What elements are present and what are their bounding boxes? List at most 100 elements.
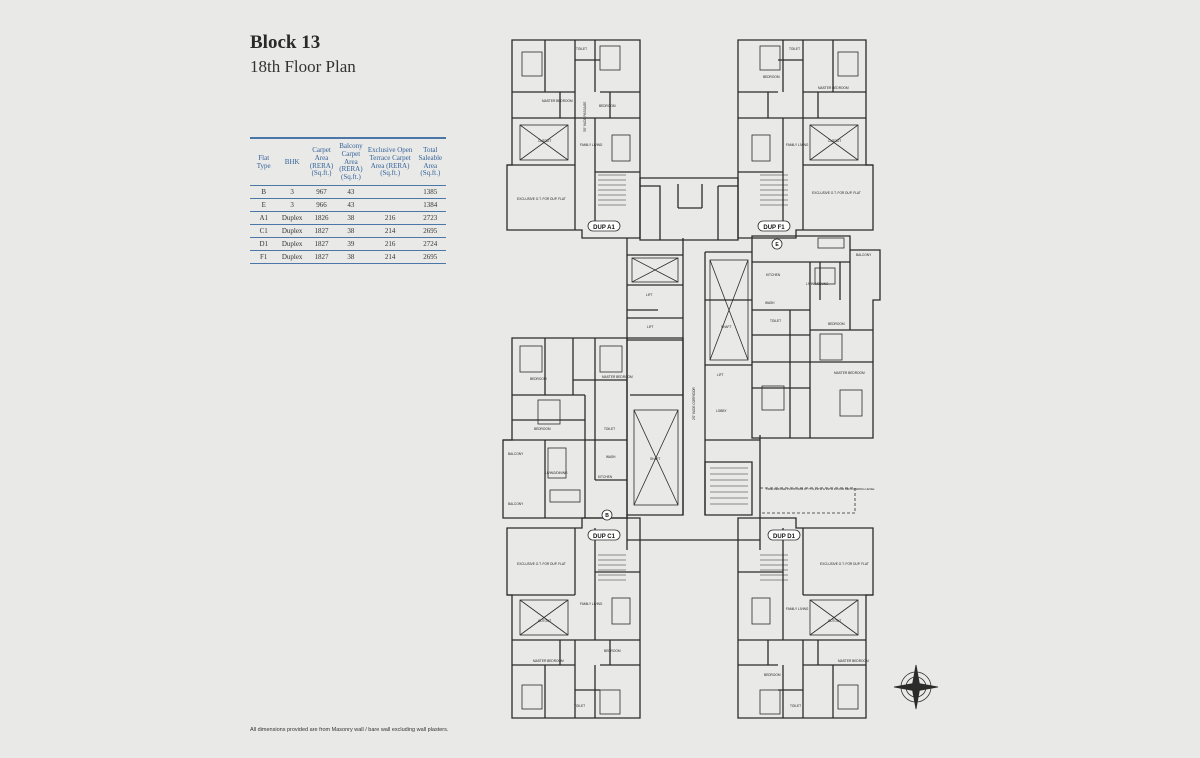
col-bhk: BHK: [277, 137, 307, 187]
cell: [365, 198, 415, 213]
cell: Duplex: [277, 211, 307, 226]
room-master-bedroom: MASTER BEDROOM: [818, 86, 849, 90]
room-bedroom: BEDROOM: [599, 104, 616, 108]
room-cutout: CUTOUT: [538, 139, 551, 143]
compass-rose: [893, 664, 939, 710]
plan-walls: [502, 39, 881, 719]
dimension-note: All dimensions provided are from Masonry…: [250, 727, 449, 733]
fire-platform-box: [759, 487, 856, 514]
cell: Duplex: [277, 224, 307, 239]
room-wash: WASH: [765, 301, 775, 305]
plan-furniture: [519, 45, 863, 715]
cell: 1826: [306, 211, 337, 226]
sofa-icon: [611, 134, 631, 162]
room-living-dining: LIVING/DINING: [545, 471, 568, 475]
stair-treads: [598, 554, 626, 581]
tag-b-circle: [601, 509, 613, 521]
room-bedroom: BEDROOM: [534, 427, 551, 431]
room-cutout: CUTOUT: [538, 619, 551, 623]
cutout-box: [809, 599, 859, 636]
cell: 1384: [414, 198, 446, 213]
room-toilet: TOILET: [574, 704, 585, 708]
page-subtitle: 18th Floor Plan: [250, 57, 356, 76]
room-shaft: SHAFT: [721, 325, 732, 329]
dining-table-icon: [814, 267, 836, 285]
cutout-cross: [809, 124, 859, 161]
table-row: A1 Duplex 1826 38 216 2723: [250, 211, 446, 226]
bed-icon: [599, 45, 621, 71]
table-header-row: Flat Type BHK Carpet Area (RERA) (Sq.ft.…: [250, 137, 446, 187]
bed-icon: [519, 345, 543, 373]
cutout-box: [519, 124, 569, 161]
shaft-cross: [633, 409, 679, 506]
lift-box: [631, 257, 679, 283]
cell: C1: [250, 224, 278, 239]
tag-dup-c1: DUP C1: [593, 534, 616, 540]
cell: 2695: [414, 224, 446, 239]
room-master-bedroom: MASTER BEDROOM: [834, 371, 865, 375]
page-title: Block 13: [250, 32, 321, 53]
stair-treads: [760, 174, 788, 206]
bed-icon: [839, 389, 863, 417]
bed-icon: [537, 399, 561, 425]
cell: 3: [277, 198, 307, 213]
room-toilet: TOILET: [789, 47, 800, 51]
shaft-box: [633, 409, 679, 506]
bed-icon: [599, 689, 621, 715]
cell: 1385: [414, 185, 446, 200]
bed-icon: [759, 45, 781, 71]
room-family-living: FAMILY LIVING: [786, 607, 809, 611]
room-toilet: TOILET: [604, 427, 615, 431]
sofa-icon: [751, 134, 771, 162]
room-bedroom: BEDROOM: [763, 75, 780, 79]
table-row: C1 Duplex 1827 38 214 2695: [250, 224, 446, 239]
cell: F1: [250, 250, 278, 265]
cell: 214: [365, 250, 415, 265]
cell: [365, 185, 415, 200]
cutout-box: [809, 124, 859, 161]
tag-dup-d1: DUP D1: [773, 534, 796, 540]
shaft-box: [709, 259, 749, 361]
col-flat-type: Flat Type: [250, 137, 278, 187]
room-family-living: FAMILY LIVING: [580, 602, 603, 606]
table-row: E 3 966 43 1384: [250, 198, 446, 213]
room-lift: LIFT: [646, 293, 653, 297]
cutout-cross: [809, 599, 859, 636]
bed-icon: [761, 385, 785, 411]
cell: E: [250, 198, 278, 213]
room-family-living: FAMILY LIVING: [580, 143, 603, 147]
room-exclusive-ot: EXCLUSIVE O.T. FOR DUP. FLAT: [820, 562, 869, 566]
room-corridor: 2'0" WIDE CORRIDOR: [692, 387, 696, 420]
cell: 43: [336, 198, 366, 213]
cell: 2695: [414, 250, 446, 265]
col-carpet-area: Carpet Area (RERA) (Sq.ft.): [306, 137, 337, 187]
col-terrace-area: Exclusive Open Terrace Carpet Area (RERA…: [365, 137, 415, 187]
room-master-bedroom: MASTER BEDROOM: [838, 659, 869, 663]
room-lobby: LOBBY: [716, 409, 728, 413]
cell: 214: [365, 224, 415, 239]
cell: 216: [365, 211, 415, 226]
sofa-icon: [611, 597, 631, 625]
room-balcony: BALCONY: [856, 253, 872, 257]
bed-icon: [521, 684, 543, 710]
sofa-icon: [817, 237, 845, 249]
room-master-bedroom: MASTER BEDROOM: [602, 375, 633, 379]
tag-dup-c1-pill: [587, 529, 621, 541]
room-master-bedroom: MASTER BEDROOM: [533, 659, 564, 663]
room-toilet: TOILET: [576, 47, 587, 51]
bed-icon: [819, 333, 843, 361]
room-family-living: FAMILY LIVING: [786, 143, 809, 147]
room-lift: LIFT: [717, 373, 724, 377]
cell: A1: [250, 211, 278, 226]
tag-dup-f1-pill: [757, 220, 791, 232]
room-fire-platform: FIRE REFUGE PLATFORM AT 7TH,13TH & 19TH …: [766, 487, 875, 491]
room-shaft: SHAFT: [650, 457, 661, 461]
tag-e-circle: [771, 238, 783, 250]
room-bedroom: BEDROOM: [828, 322, 845, 326]
sofa-icon: [751, 597, 771, 625]
cell: 2724: [414, 237, 446, 252]
room-lift: LIFT: [647, 325, 654, 329]
room-balcony: BALCONY: [508, 502, 524, 506]
cell: 216: [365, 237, 415, 252]
